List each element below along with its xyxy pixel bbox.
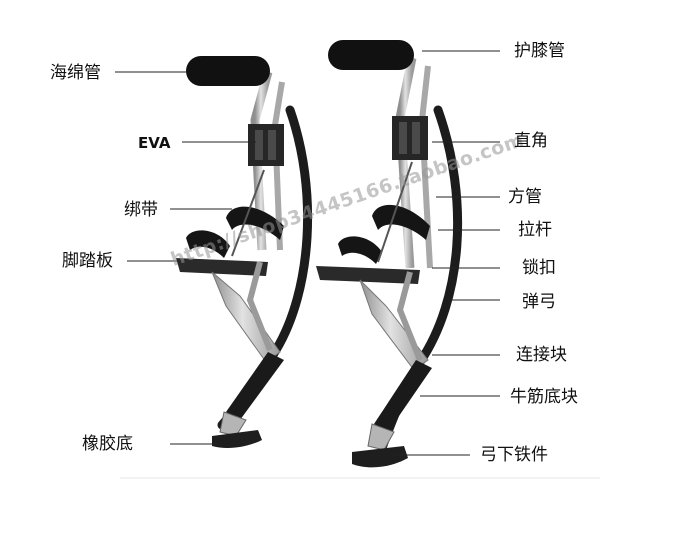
left-eva-block [248, 124, 284, 166]
right-upright-tube [400, 58, 412, 268]
right-upper-strap [372, 205, 430, 240]
right-lower-strap [338, 236, 382, 264]
right-foot-plate [316, 266, 420, 284]
label-foot-pedal: 脚踏板 [62, 251, 113, 271]
label-rubber-sole: 橡胶底 [82, 434, 133, 454]
label-beef-tendon-base: 牛筋底块 [510, 387, 578, 407]
label-spring-bow: 弹弓 [522, 292, 556, 312]
label-right-angle: 直角 [514, 131, 548, 151]
label-square-tube: 方管 [508, 187, 542, 207]
label-bow-lower-iron: 弓下铁件 [480, 445, 548, 465]
label-eva: EVA [138, 133, 170, 153]
label-pull-rod: 拉杆 [518, 220, 552, 240]
right-knee-pad [328, 40, 414, 70]
right-rubber-sole [352, 446, 408, 467]
left-rubber-block [226, 352, 284, 420]
label-connector-block: 连接块 [516, 345, 567, 365]
label-knee-guard-tube: 护膝管 [514, 41, 565, 61]
right-stilt [316, 40, 458, 467]
label-strap: 绑带 [124, 200, 158, 220]
right-eva-block [392, 116, 428, 160]
label-lock-buckle: 锁扣 [522, 258, 556, 278]
left-knee-pad [186, 56, 270, 86]
label-sponge-tube: 海绵管 [50, 63, 101, 83]
